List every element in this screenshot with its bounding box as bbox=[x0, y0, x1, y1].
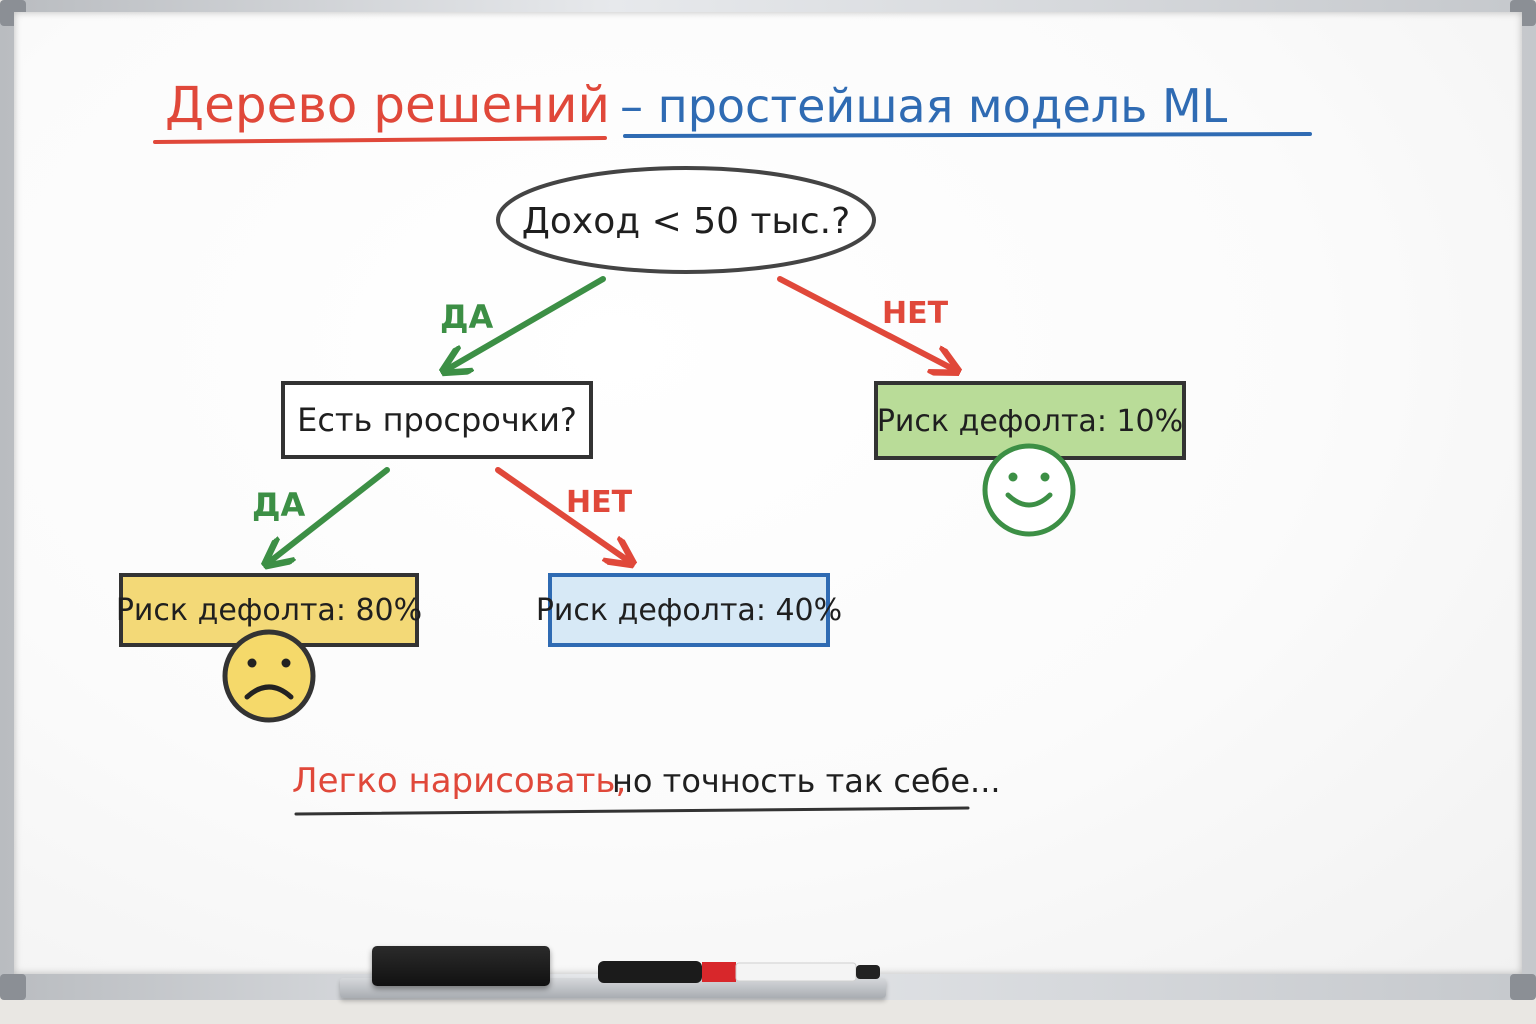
node-2-box bbox=[281, 381, 593, 459]
root-no-label: НЕТ bbox=[882, 296, 949, 331]
footer-part-2: но точность так себе... bbox=[612, 762, 1001, 800]
leaf-10-label: Риск дефолта: 10% bbox=[877, 404, 1183, 439]
title-part-2: – простейшая модель ML bbox=[620, 79, 1228, 133]
title-underline-blue bbox=[623, 132, 1312, 138]
root-no-arrow bbox=[777, 276, 955, 370]
node-2-yes-label: ДА bbox=[252, 486, 306, 524]
root-node-ellipse bbox=[496, 166, 876, 274]
frame-corner bbox=[0, 974, 26, 1000]
root-yes-label: ДА bbox=[440, 298, 494, 336]
title-part-1: Дерево решений bbox=[165, 76, 610, 134]
leaf-40-label: Риск дефолта: 40% bbox=[536, 593, 842, 628]
root-node-label: Доход < 50 тыс.? bbox=[522, 201, 850, 242]
node-2-label: Есть просрочки? bbox=[297, 401, 577, 439]
node-2-yes-arrow bbox=[268, 467, 390, 563]
footer-part-1: Легко нарисовать, bbox=[292, 761, 626, 801]
node-2-no-arrow bbox=[495, 467, 630, 562]
leaf-40-box bbox=[548, 573, 830, 647]
eraser[interactable] bbox=[372, 946, 550, 986]
frame-corner bbox=[1510, 974, 1536, 1000]
root-yes-arrow bbox=[446, 276, 606, 370]
marker-pen[interactable] bbox=[598, 958, 884, 986]
footer-underline bbox=[294, 806, 970, 816]
title-underline-red bbox=[153, 136, 607, 144]
smiley-face-icon bbox=[982, 443, 1076, 537]
leaf-80-label: Риск дефолта: 80% bbox=[116, 593, 422, 628]
frowning-face-icon bbox=[222, 629, 316, 723]
node-2-no-label: НЕТ bbox=[566, 485, 633, 520]
